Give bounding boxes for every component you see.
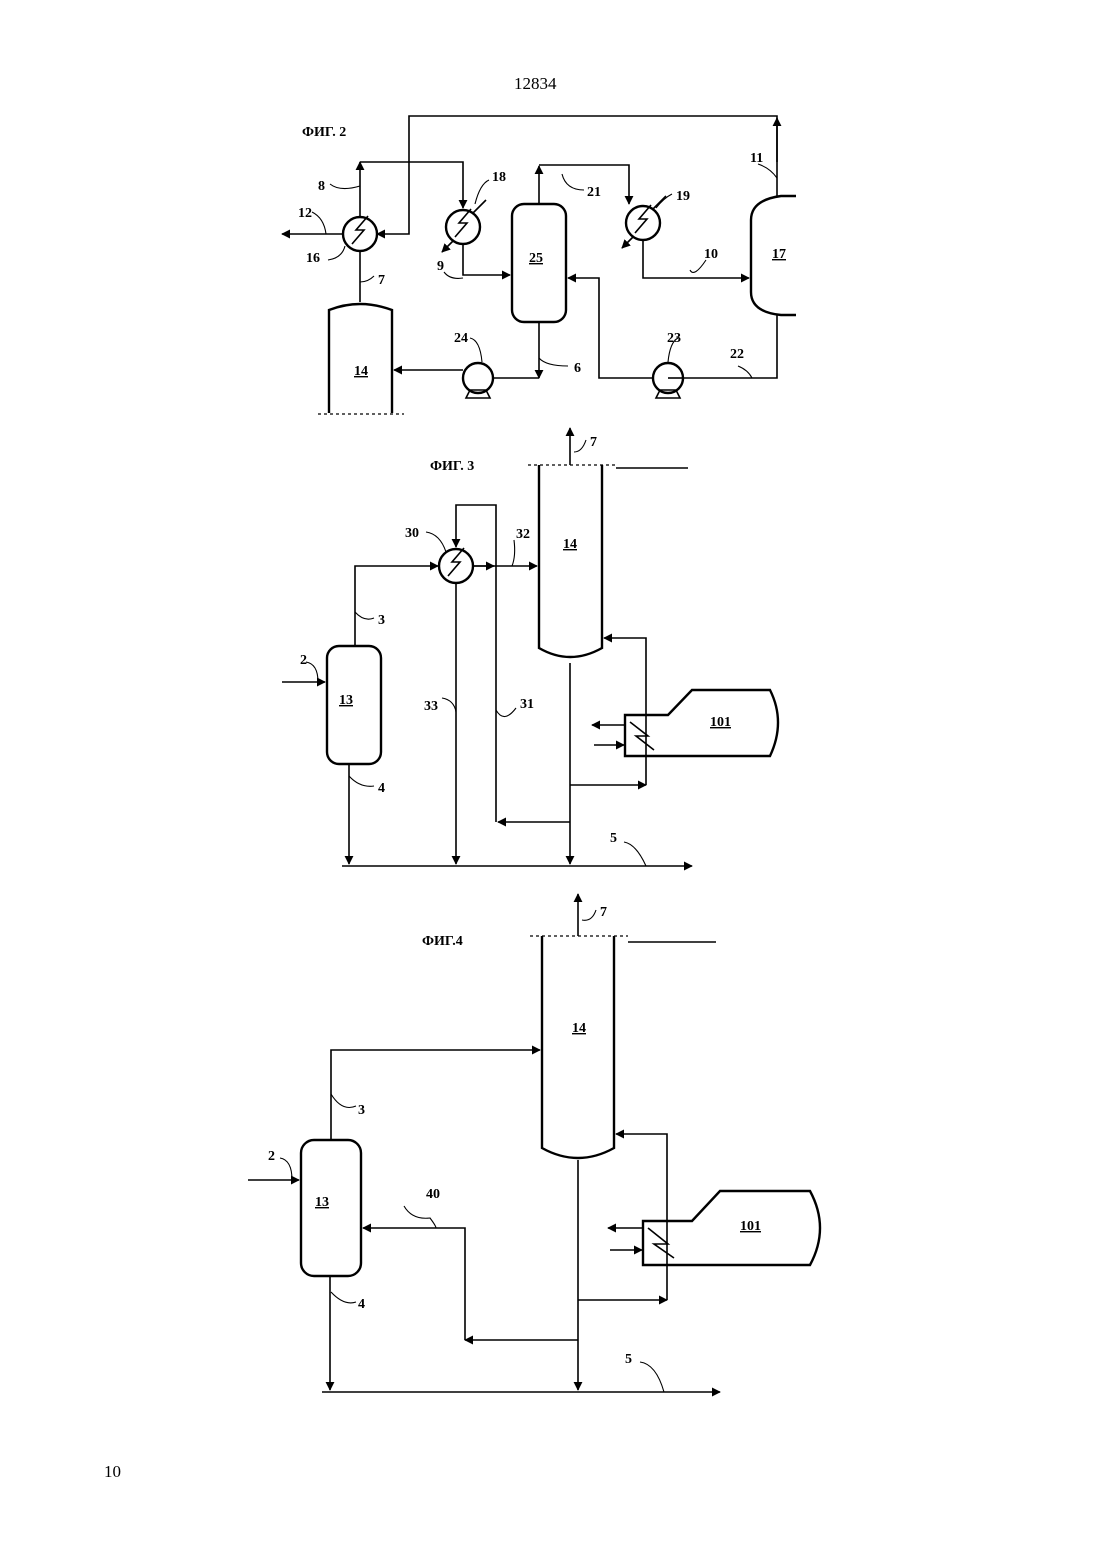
- fig3-leader-32: [512, 540, 515, 566]
- fig2-label-21: 21: [587, 185, 601, 200]
- fig4-label-5: 5: [625, 1352, 632, 1367]
- fig4-leader-4: [331, 1292, 356, 1303]
- fig3-column-14: [539, 465, 602, 657]
- fig2-unit-17: 17: [772, 247, 786, 262]
- fig4-reboiler-return: [616, 1134, 667, 1300]
- fig4-title: ФИГ.4: [422, 934, 463, 949]
- fig4-leader-3: [331, 1094, 356, 1108]
- fig4-leader-7: [582, 910, 596, 920]
- fig2-line-21: [539, 165, 629, 204]
- figure-2: ФИГ. 2 14: [282, 116, 796, 414]
- fig3-label-32: 32: [516, 527, 530, 542]
- fig2-leader-11: [758, 164, 777, 178]
- fig4-label-40: 40: [426, 1187, 440, 1202]
- fig4-furnace-101: [643, 1191, 820, 1265]
- fig4-label-4: 4: [358, 1297, 365, 1312]
- fig4-unit-13: 13: [315, 1195, 329, 1210]
- fig3-label-2: 2: [300, 653, 307, 668]
- fig2-label-18: 18: [492, 170, 506, 185]
- fig3-leader-2: [306, 662, 318, 682]
- fig2-label-10: 10: [704, 247, 718, 262]
- fig2-line-11-return: [377, 116, 777, 234]
- fig4-leader-5: [640, 1362, 664, 1392]
- fig4-leader-40: [404, 1206, 436, 1228]
- fig3-vessel-13: [327, 646, 381, 764]
- fig2-line-9: [463, 244, 510, 275]
- fig2-column-14: [329, 304, 392, 413]
- fig2-label-16: 16: [306, 251, 320, 266]
- fig3-leader-4: [349, 776, 374, 786]
- fig2-leader-21: [562, 174, 584, 190]
- fig2-label-22: 22: [730, 347, 744, 362]
- fig4-line-40: [363, 1228, 465, 1340]
- fig2-label-19: 19: [676, 189, 690, 204]
- fig2-line-8-branch: [360, 162, 463, 208]
- fig4-label-7: 7: [600, 905, 607, 920]
- fig2-label-7: 7: [378, 273, 385, 288]
- fig3-leader-30: [426, 532, 446, 552]
- fig3-label-3: 3: [378, 613, 385, 628]
- fig2-leader-12: [312, 212, 326, 234]
- fig2-leader-18: [475, 180, 489, 204]
- fig2-leader-6: [539, 358, 568, 366]
- fig2-unit-14: 14: [354, 364, 368, 379]
- fig3-label-30: 30: [405, 526, 419, 541]
- fig3-unit-13: 13: [339, 693, 353, 708]
- fig2-leader-19: [656, 194, 672, 208]
- fig2-leader-8: [330, 184, 360, 189]
- fig4-leader-2: [280, 1158, 292, 1180]
- fig3-title: ФИГ. 3: [430, 459, 474, 474]
- fig3-leader-3: [355, 612, 374, 619]
- fig3-line-3: [355, 566, 438, 646]
- fig4-unit-14: 14: [572, 1021, 586, 1036]
- fig2-leader-7: [360, 276, 374, 282]
- fig3-label-7: 7: [590, 435, 597, 450]
- figure-4: ФИГ.4 14 13 101: [248, 894, 820, 1392]
- fig4-unit-101: 101: [740, 1219, 761, 1234]
- fig4-label-3: 3: [358, 1103, 365, 1118]
- fig2-leader-9: [444, 272, 463, 278]
- fig2-unit-25: 25: [529, 251, 543, 266]
- fig2-label-12: 12: [298, 206, 312, 221]
- fig2-label-11: 11: [750, 151, 763, 166]
- fig3-label-4: 4: [378, 781, 385, 796]
- fig2-label-23: 23: [667, 331, 681, 346]
- fig2-label-24: 24: [454, 331, 468, 346]
- fig2-leader-24: [470, 338, 482, 362]
- fig2-pump-24: [463, 363, 493, 393]
- fig3-label-31: 31: [520, 697, 534, 712]
- fig2-cooler-18-outlet: [442, 240, 454, 252]
- fig2-label-8: 8: [318, 179, 325, 194]
- fig2-leader-16: [328, 246, 345, 260]
- fig3-label-5: 5: [610, 831, 617, 846]
- fig4-vessel-13: [301, 1140, 361, 1276]
- fig2-label-9: 9: [437, 259, 444, 274]
- fig2-cooler-19-outlet: [622, 236, 634, 248]
- fig3-unit-14: 14: [563, 537, 577, 552]
- fig2-leader-22: [738, 366, 752, 378]
- fig3-leader-7: [574, 440, 586, 452]
- fig3-unit-101: 101: [710, 715, 731, 730]
- fig2-title: ФИГ. 2: [302, 125, 346, 140]
- fig2-cooler-18-inlet: [472, 200, 486, 214]
- figure-3: ФИГ. 3 14 13: [282, 428, 778, 866]
- fig4-label-2: 2: [268, 1149, 275, 1164]
- fig3-leader-5: [624, 842, 646, 866]
- fig4-column-14: [542, 936, 614, 1158]
- fig3-leader-33: [442, 698, 456, 712]
- fig3-leader-31: [496, 708, 516, 717]
- fig2-label-6: 6: [574, 361, 581, 376]
- fig2-line-10: [643, 240, 749, 278]
- fig2-cooler-19-inlet: [652, 196, 666, 210]
- fig4-line-3: [331, 1050, 540, 1140]
- fig3-label-33: 33: [424, 699, 438, 714]
- fig3-reboiler-return: [604, 638, 646, 785]
